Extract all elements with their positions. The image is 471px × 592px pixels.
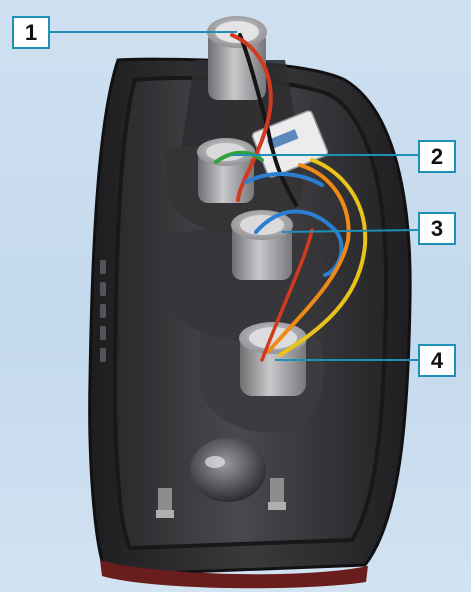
leader-lines <box>50 31 419 361</box>
bulb-reflection <box>205 456 225 468</box>
wire-green <box>214 150 264 164</box>
wire-black <box>238 33 298 207</box>
bottom-bulb <box>190 438 266 502</box>
lens-lip <box>100 560 368 589</box>
molded-markings <box>100 260 106 362</box>
wire-yellow <box>278 158 368 357</box>
mounting-stud-left <box>156 488 174 518</box>
mounting-stud-right <box>268 478 286 510</box>
wire-blue-upper <box>244 172 324 187</box>
socket-2 <box>197 138 255 203</box>
socket-3 <box>231 210 293 280</box>
wiring-harness <box>214 33 368 362</box>
wire-orange <box>266 163 351 354</box>
callout-3: 3 <box>418 212 456 245</box>
leader-line-3 <box>281 229 419 233</box>
wire-red-lower <box>260 228 314 362</box>
callout-2: 2 <box>418 140 456 173</box>
wire-red <box>230 33 273 202</box>
callout-1: 1 <box>12 16 50 49</box>
callout-4: 4 <box>418 344 456 377</box>
